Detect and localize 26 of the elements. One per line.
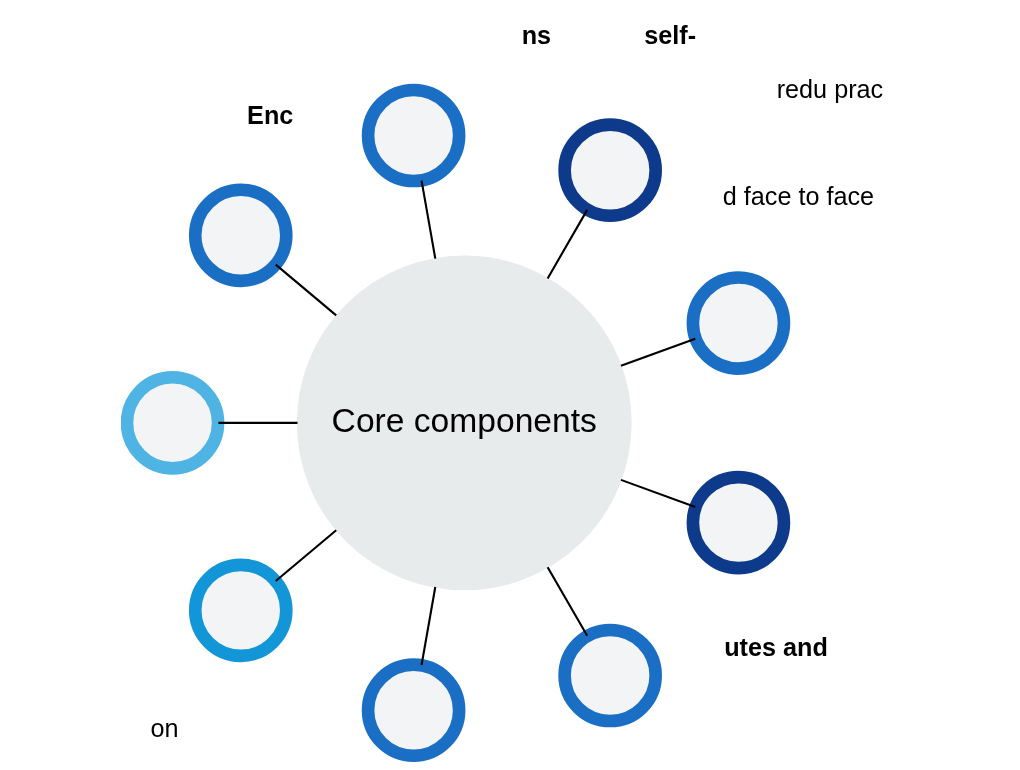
node-circle [557,623,662,728]
label: ns [521,20,551,49]
label: self- [643,20,696,49]
label: utes and [723,632,828,661]
node-circle [361,658,465,762]
connector [420,586,436,666]
node-circle [188,183,293,288]
node-circle [188,558,293,663]
node-circle [361,83,465,188]
connector [420,180,436,259]
connector [620,478,696,508]
label: on [149,714,178,743]
connector [546,566,588,637]
connector [274,263,337,317]
label: Enc [246,100,293,129]
connector [546,209,588,279]
label: d face to face [722,181,874,210]
node-circle: Core components [296,255,632,591]
node-circle [557,118,662,222]
node-circle [686,271,790,375]
connector [217,421,297,424]
node-circle [120,371,224,475]
connector [620,337,696,367]
node-circle [686,470,790,575]
label: redu prac [776,75,883,104]
connector [274,529,337,582]
